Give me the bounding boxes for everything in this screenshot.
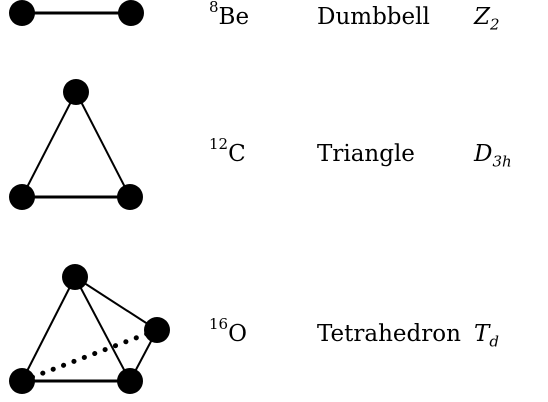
element-symbol: Be [218,4,250,30]
nucleus-label-o16: 16O [209,317,247,347]
mass-number: 12 [209,135,229,154]
nucleus-label-c12: 12C [209,137,246,167]
tetra-edge-top-left [21,276,76,382]
triangle-edge-left [21,91,77,198]
element-symbol: O [228,321,247,347]
shape-label-o16: Tetrahedron [317,321,461,347]
symmetry-subscript: 3h [492,152,512,171]
tetra-edge-hidden [19,327,160,384]
triangle-node-right [117,184,143,210]
dumbbell-node-right [118,0,144,26]
triangle-shape [9,79,143,210]
triangle-node-left [9,184,35,210]
tetra-node-back [144,317,170,343]
symmetry-label-c12: D3h [474,141,512,170]
symmetry-label-o16: Td [474,321,499,350]
mass-number: 8 [209,0,219,17]
dumbbell-shape [9,0,144,26]
symmetry-letter: D [474,141,493,167]
symmetry-label-be8: Z2 [474,4,500,33]
triangle-node-top [63,79,89,105]
nucleus-label-be8: 8Be [209,0,250,30]
tetrahedron-shape [9,264,170,394]
tetra-node-top [62,264,88,290]
dumbbell-node-left [9,0,35,26]
mass-number: 16 [209,315,229,334]
triangle-edge-right [75,91,131,198]
tetra-node-front [117,368,143,394]
symmetry-subscript: d [489,332,499,351]
symmetry-letter: Z [474,4,490,30]
symmetry-letter: T [474,321,490,347]
shape-label-be8: Dumbbell [317,4,430,30]
shape-label-c12: Triangle [317,141,415,167]
element-symbol: C [228,141,246,167]
symmetry-subscript: 2 [489,15,500,34]
tetra-edge-top-front [74,276,131,382]
tetra-edge-top-back [74,276,158,331]
tetra-node-left [9,368,35,394]
